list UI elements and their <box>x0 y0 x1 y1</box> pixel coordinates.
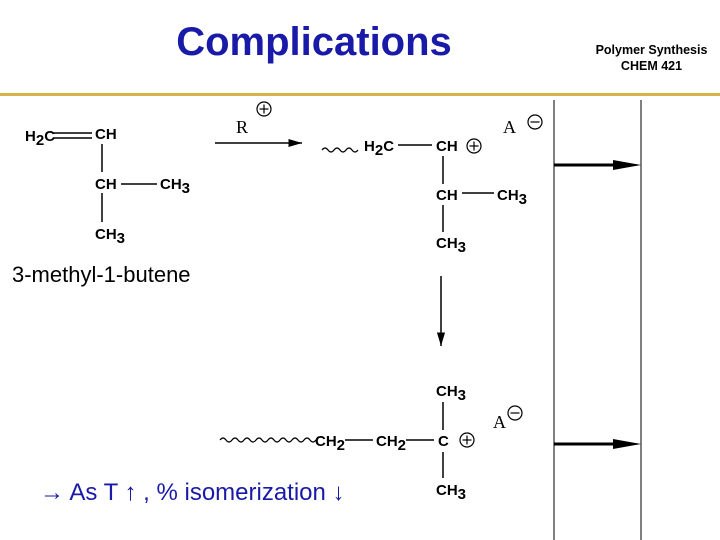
carbocation-ch-middle: CH <box>436 187 458 204</box>
monomer-ch3-bottom: CH3 <box>95 226 125 247</box>
slide-title: Complications <box>176 20 452 64</box>
positive-charge-icon <box>459 432 475 448</box>
carbocation-ch: CH <box>436 138 458 155</box>
counterion-a: A <box>493 412 506 432</box>
polymer-chain-wavy-bond <box>321 147 359 153</box>
monomer-ch3-right: CH3 <box>160 176 190 197</box>
negative-charge-icon <box>527 114 543 130</box>
carbocation-ch3-right: CH3 <box>497 187 527 208</box>
rearranged-ch3-top: CH3 <box>436 383 466 404</box>
carbocation-ch3-bottom: CH3 <box>436 235 466 256</box>
monomer-structure: H2C CH CH CH3 CH3 <box>25 126 190 247</box>
course-code: CHEM 421 <box>620 59 683 73</box>
polymer-chain-wavy-bond <box>219 437 317 443</box>
initiator-r: R <box>236 117 248 137</box>
rearranged-c: C <box>438 433 449 450</box>
counterion-1: A <box>503 114 543 137</box>
rearranged-ch2-a: CH2 <box>315 433 345 454</box>
carbocation-1-structure: H2C CH CH CH3 CH3 <box>321 138 527 256</box>
monomer-ch-top: CH <box>95 126 117 143</box>
carbocation-2-structure: CH3 CH2 CH2 C CH3 <box>219 383 475 503</box>
header-divider <box>0 93 720 96</box>
monomer-ch-middle: CH <box>95 176 117 193</box>
positive-charge-icon <box>256 101 272 117</box>
monomer-name: 3-methyl-1-butene <box>12 262 191 287</box>
rearranged-ch3-bottom: CH3 <box>436 482 466 503</box>
course-title: Polymer Synthesis <box>595 43 708 57</box>
initiation-step: R <box>215 101 302 148</box>
carbocation-h2c: H2C <box>364 138 394 159</box>
note-text: As T ↑ , % isomerization ↓ <box>64 479 345 506</box>
positive-charge-icon <box>466 138 482 154</box>
counterion-a: A <box>503 117 516 137</box>
arrow-bullet-icon: → <box>40 479 64 506</box>
isomerization-note: → As T ↑ , % isomerization ↓ <box>40 479 345 507</box>
rearranged-ch2-b: CH2 <box>376 433 406 454</box>
counterion-2: A <box>493 405 523 432</box>
monomer-h2c-label: H2C <box>25 128 55 149</box>
negative-charge-icon <box>507 405 523 421</box>
